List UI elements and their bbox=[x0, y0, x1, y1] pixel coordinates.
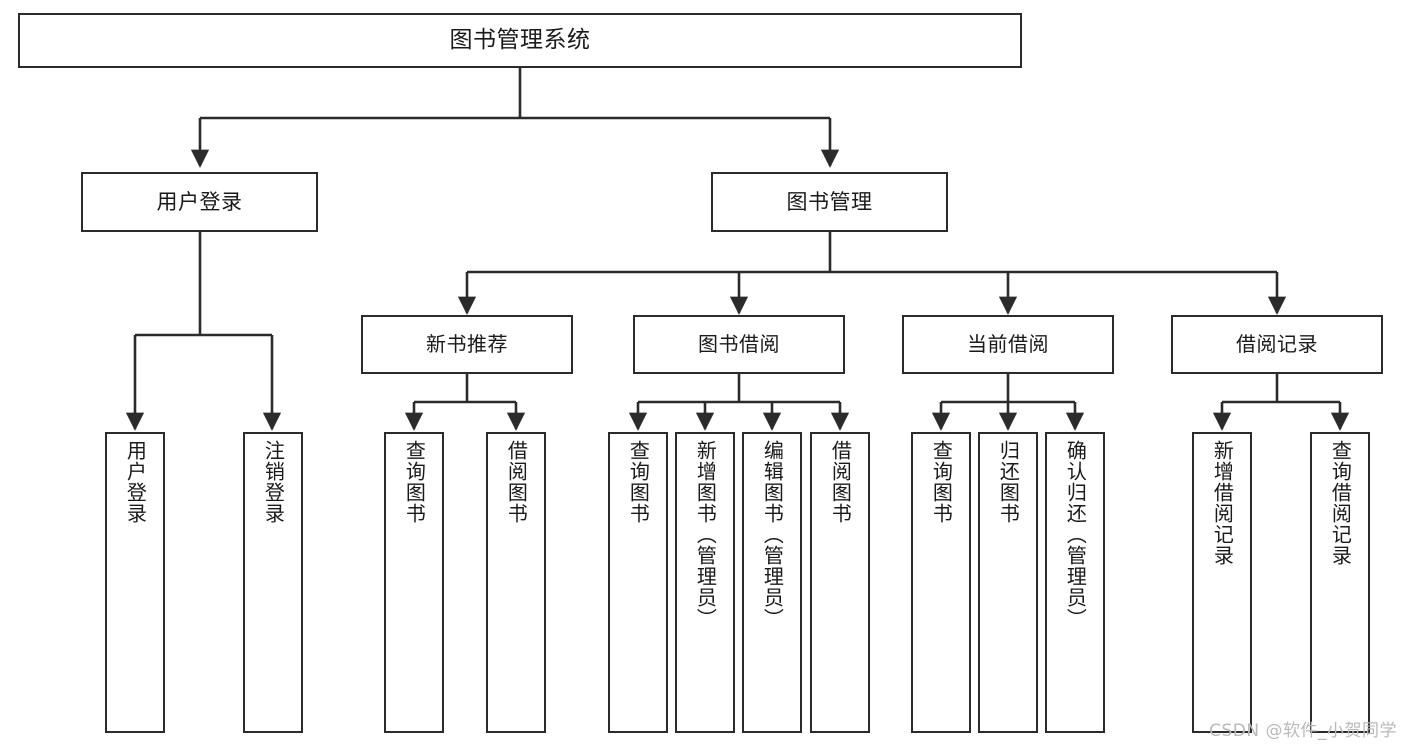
node-label: 用户登录 bbox=[123, 440, 148, 524]
node-leaf-edit-book[interactable]: 编辑图书（管理员） bbox=[742, 432, 802, 733]
node-leaf-query-record[interactable]: 查询借阅记录 bbox=[1310, 432, 1370, 733]
node-label: 新增借阅记录 bbox=[1210, 440, 1235, 566]
node-label: 归还图书 bbox=[996, 440, 1021, 524]
node-new-book-recommend[interactable]: 新书推荐 bbox=[361, 315, 573, 374]
node-leaf-query-book-2[interactable]: 查询图书 bbox=[608, 432, 668, 733]
node-root-system[interactable]: 图书管理系统 bbox=[18, 13, 1022, 68]
node-leaf-user-login[interactable]: 用户登录 bbox=[105, 432, 165, 733]
node-label: 借阅记录 bbox=[1236, 331, 1318, 356]
node-leaf-query-book-1[interactable]: 查询图书 bbox=[384, 432, 444, 733]
node-label: 确认归还（管理员） bbox=[1063, 440, 1088, 629]
node-user-login[interactable]: 用户登录 bbox=[81, 172, 318, 232]
node-label: 图书管理 bbox=[786, 189, 873, 214]
node-label: 新增图书（管理员） bbox=[693, 440, 718, 629]
node-leaf-add-record[interactable]: 新增借阅记录 bbox=[1192, 432, 1252, 733]
node-label: 查询图书 bbox=[626, 440, 651, 524]
node-label: 用户登录 bbox=[156, 189, 243, 214]
node-book-manage[interactable]: 图书管理 bbox=[711, 172, 948, 232]
node-leaf-borrow-book-1[interactable]: 借阅图书 bbox=[486, 432, 546, 733]
node-leaf-add-book[interactable]: 新增图书（管理员） bbox=[675, 432, 735, 733]
node-label: 查询图书 bbox=[929, 440, 954, 524]
node-leaf-confirm-return[interactable]: 确认归还（管理员） bbox=[1045, 432, 1105, 733]
node-leaf-logout-login[interactable]: 注销登录 bbox=[243, 432, 303, 733]
node-label: 查询图书 bbox=[402, 440, 427, 524]
node-book-borrow[interactable]: 图书借阅 bbox=[633, 315, 845, 374]
node-leaf-borrow-book-2[interactable]: 借阅图书 bbox=[810, 432, 870, 733]
node-label: 借阅图书 bbox=[504, 440, 529, 524]
node-leaf-return-book[interactable]: 归还图书 bbox=[978, 432, 1038, 733]
node-label: 图书管理系统 bbox=[449, 26, 591, 53]
node-label: 图书借阅 bbox=[698, 331, 780, 356]
node-label: 借阅图书 bbox=[828, 440, 853, 524]
node-borrow-record[interactable]: 借阅记录 bbox=[1171, 315, 1383, 374]
node-label: 查询借阅记录 bbox=[1328, 440, 1353, 566]
csdn-watermark: CSDN @软件_小贺同学 bbox=[1209, 721, 1397, 741]
node-label: 当前借阅 bbox=[967, 331, 1049, 356]
node-label: 编辑图书（管理员） bbox=[760, 440, 785, 629]
node-leaf-query-book-3[interactable]: 查询图书 bbox=[911, 432, 971, 733]
node-current-borrow[interactable]: 当前借阅 bbox=[902, 315, 1114, 374]
node-label: 新书推荐 bbox=[426, 331, 508, 356]
node-label: 注销登录 bbox=[261, 440, 286, 524]
